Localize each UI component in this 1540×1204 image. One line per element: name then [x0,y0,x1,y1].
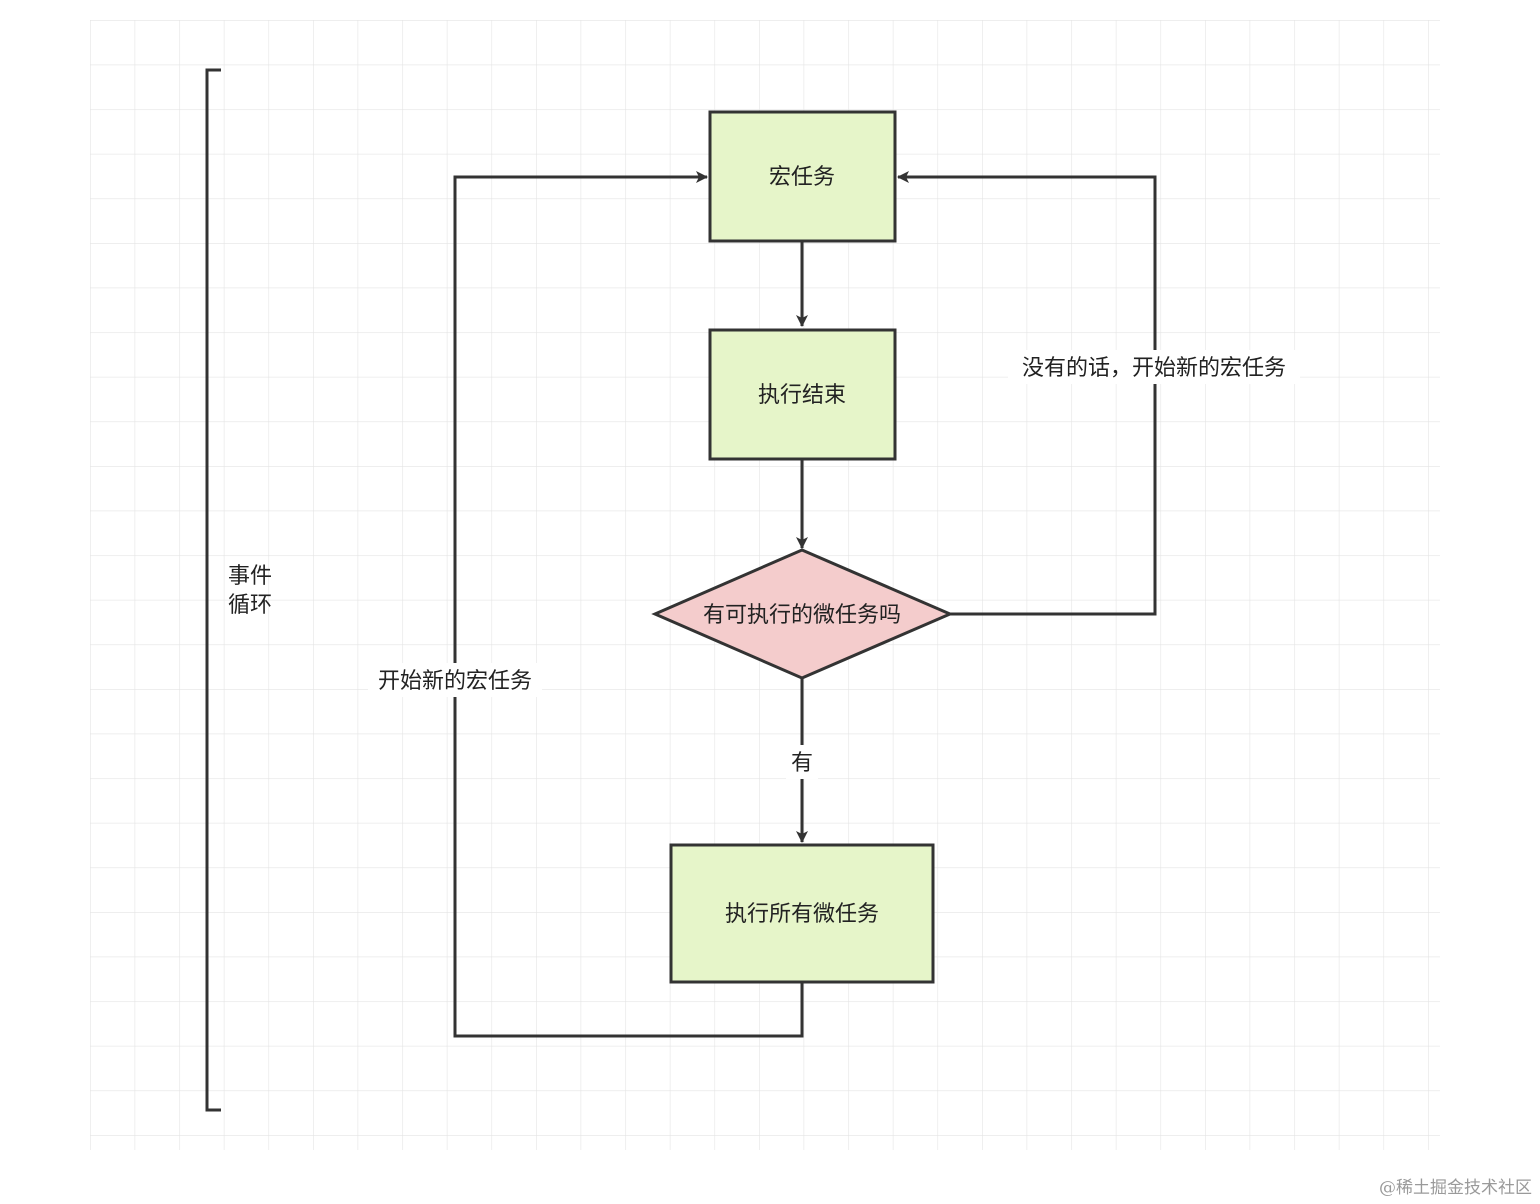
edge-decision-to-macro [897,171,1157,616]
node-run-all-micro [669,843,935,984]
node-macro-task-label: 宏任务 [769,165,835,190]
edge-label-yes: 有 [791,751,813,776]
edge-label-loop-bg [368,663,542,697]
node-decision-label: 有可执行的微任务吗 [703,603,901,628]
edge-label-loop: 开始新的宏任务 [378,669,532,694]
edge-label-no-bg [1008,350,1300,384]
edge-label-no: 没有的话，开始新的宏任务 [1022,356,1286,381]
node-execution-end [708,328,897,461]
node-execution-end-label: 执行结束 [758,383,846,408]
node-run-all-micro-label: 执行所有微任务 [725,902,879,927]
watermark: @稀土掘金技术社区 [1379,1178,1532,1198]
side-label-line2: 循环 [228,593,272,618]
node-macro-task [708,110,897,243]
edge-micro-to-macro [453,171,804,1038]
side-label-line1: 事件 [228,564,272,589]
event-loop-bracket [205,68,221,1112]
node-decision [651,548,954,680]
edge-label-yes-bg [786,745,818,779]
